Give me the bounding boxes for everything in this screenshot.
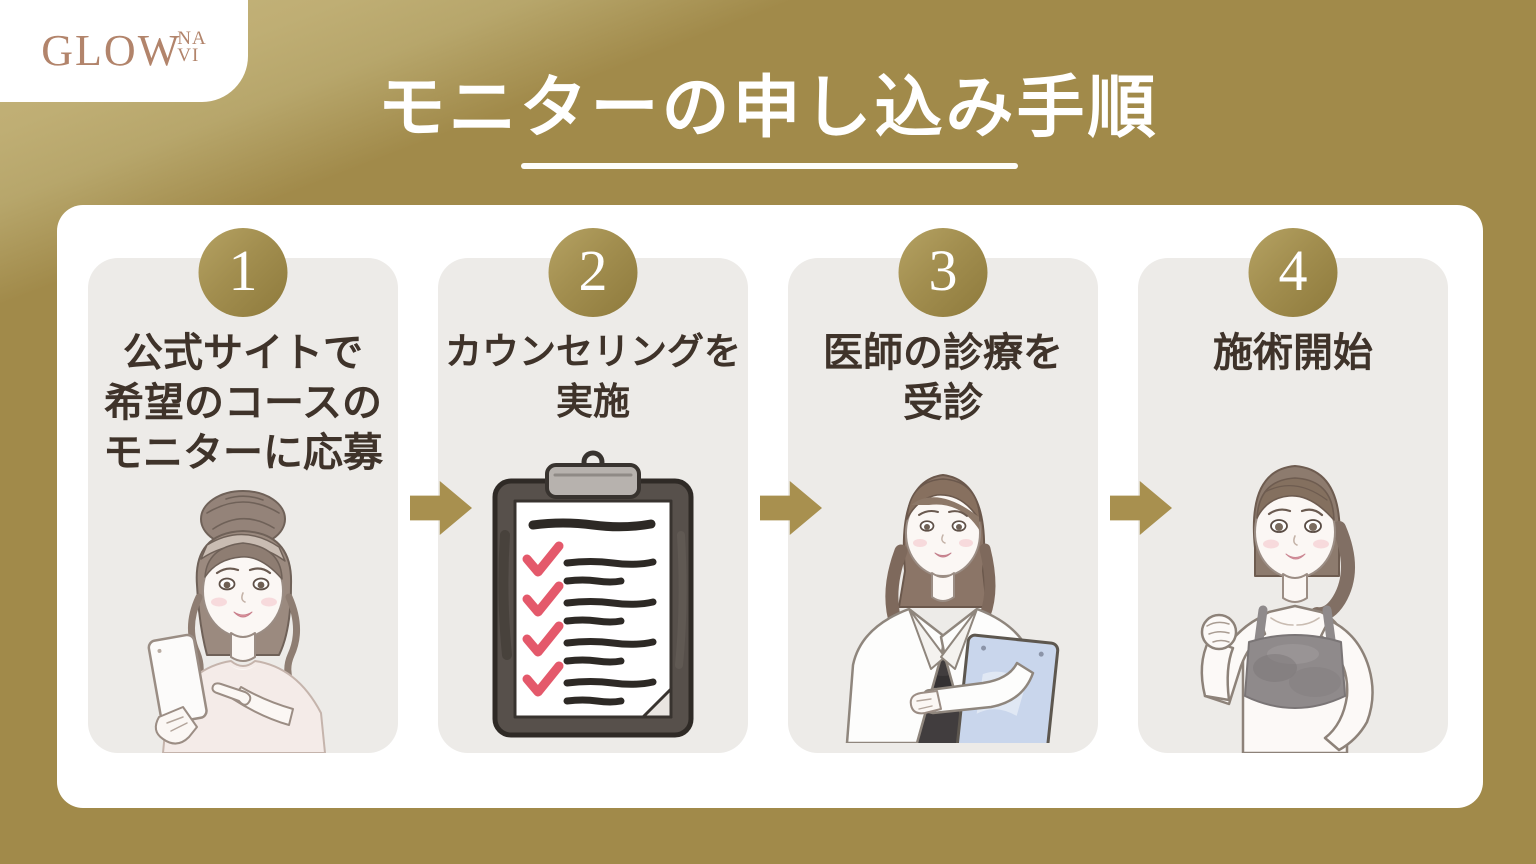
logo-stack-top: NA	[177, 28, 207, 49]
step-3-number-badge: 3	[898, 228, 988, 317]
step-1-number-badge: 1	[198, 228, 288, 317]
step-title-line: 希望のコースの	[104, 380, 382, 425]
title-underline	[521, 163, 1018, 169]
page-title: モニターの申し込み手順	[377, 70, 1159, 146]
steps-panel: 公式サイトで 希望のコースの モニターに応募	[57, 205, 1483, 808]
step-number: 4	[1278, 237, 1308, 303]
step-card-3: 医師の診療を 受診	[788, 228, 1098, 753]
step-4-title: 施術開始	[1138, 328, 1448, 378]
step-title-line: 実施	[556, 382, 630, 423]
checklist-clipboard-illustration	[492, 450, 694, 738]
step-title-line: カウンセリングを	[445, 332, 741, 373]
step-number: 2	[578, 237, 608, 303]
female-doctor-illustration	[845, 474, 1060, 743]
step-4-number-badge: 4	[1248, 228, 1338, 317]
step-card-3-body: 医師の診療を 受診	[788, 258, 1098, 753]
step-card-2: カウンセリングを 実施	[438, 228, 748, 753]
woman-in-sportswear-illustration	[1200, 465, 1374, 753]
step-2-number-badge: 2	[548, 228, 638, 317]
logo-stack-bottom: VI	[177, 44, 200, 66]
step-3-title: 医師の診療を 受診	[788, 328, 1098, 428]
step-card-1-body: 公式サイトで 希望のコースの モニターに応募	[88, 258, 398, 753]
logo-stack: NA VI	[177, 28, 207, 66]
step-number: 3	[928, 237, 958, 303]
step-title-line: 施術開始	[1213, 330, 1373, 375]
step-card-2-body: カウンセリングを 実施	[438, 258, 748, 753]
glow-navi-logo: GLOW NA VI	[41, 29, 206, 73]
step-title-line: 受診	[903, 380, 983, 425]
step-1-title: 公式サイトで 希望のコースの モニターに応募	[88, 328, 398, 478]
step-title-line: モニターに応募	[103, 430, 383, 475]
step-card-1: 公式サイトで 希望のコースの モニターに応募	[88, 228, 398, 753]
logo-plate: GLOW NA VI	[0, 0, 248, 102]
step-2-title: カウンセリングを 実施	[438, 328, 748, 428]
step-title-line: 公式サイトで	[123, 330, 363, 375]
step-card-4: 施術開始	[1138, 228, 1448, 753]
step-title-line: 医師の診療を	[823, 330, 1063, 375]
step-card-4-body: 施術開始	[1138, 258, 1448, 753]
step-number: 1	[228, 237, 258, 303]
woman-with-smartphone-illustration	[147, 490, 326, 753]
logo-word: GLOW	[41, 26, 182, 75]
